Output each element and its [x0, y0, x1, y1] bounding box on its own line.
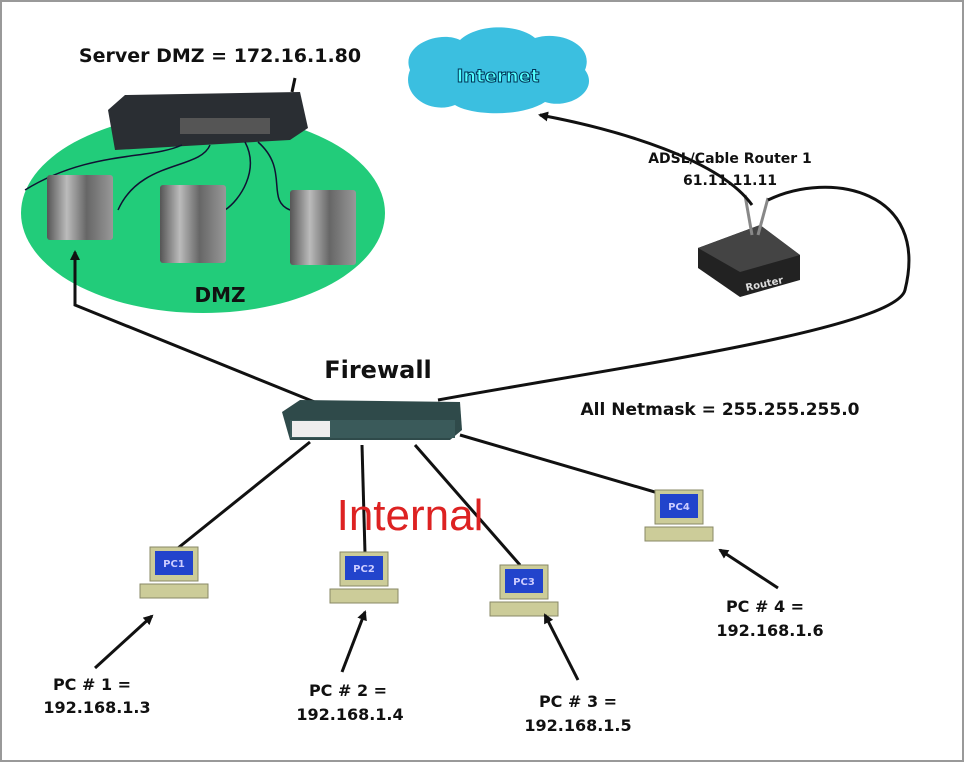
- dmz-label: DMZ: [194, 283, 245, 307]
- pc-3: PC3: [490, 565, 558, 616]
- pc-tag: PC3: [513, 577, 535, 588]
- pc2-name: PC # 2 =: [309, 681, 387, 700]
- router-ip-label: 61.11.11.11: [683, 173, 777, 189]
- server-icon: [47, 175, 113, 240]
- server-icon: [160, 185, 226, 263]
- pc-4: PC4: [645, 490, 713, 541]
- pc2-ip: 192.168.1.4: [296, 705, 403, 724]
- firewall-to-router-link: [438, 187, 909, 400]
- pc4-ip: 192.168.1.6: [716, 621, 823, 640]
- pc1-ip: 192.168.1.3: [43, 698, 150, 717]
- pc-tag: PC2: [353, 564, 375, 575]
- switch-icon: [108, 78, 308, 150]
- pc1-name: PC # 1 =: [53, 675, 131, 694]
- pc-tag: PC4: [668, 502, 690, 513]
- internet-label: Internet: [457, 66, 540, 87]
- pc3-ip: 192.168.1.5: [524, 716, 631, 735]
- pc-2: PC2: [330, 552, 398, 603]
- pc4-name: PC # 4 =: [726, 597, 804, 616]
- server-icon: [290, 190, 356, 265]
- firewall-device-icon: [282, 400, 462, 440]
- router-icon: Router: [698, 195, 800, 297]
- pc3-name: PC # 3 =: [539, 692, 617, 711]
- pc-1: PC1: [140, 547, 208, 598]
- netmask-label: All Netmask = 255.255.255.0: [581, 400, 860, 420]
- firewall-label: Firewall: [324, 356, 432, 384]
- server-dmz-label: Server DMZ = 172.16.1.80: [79, 45, 361, 67]
- internal-label: Internal: [337, 491, 484, 540]
- pc-tag: PC1: [163, 559, 185, 570]
